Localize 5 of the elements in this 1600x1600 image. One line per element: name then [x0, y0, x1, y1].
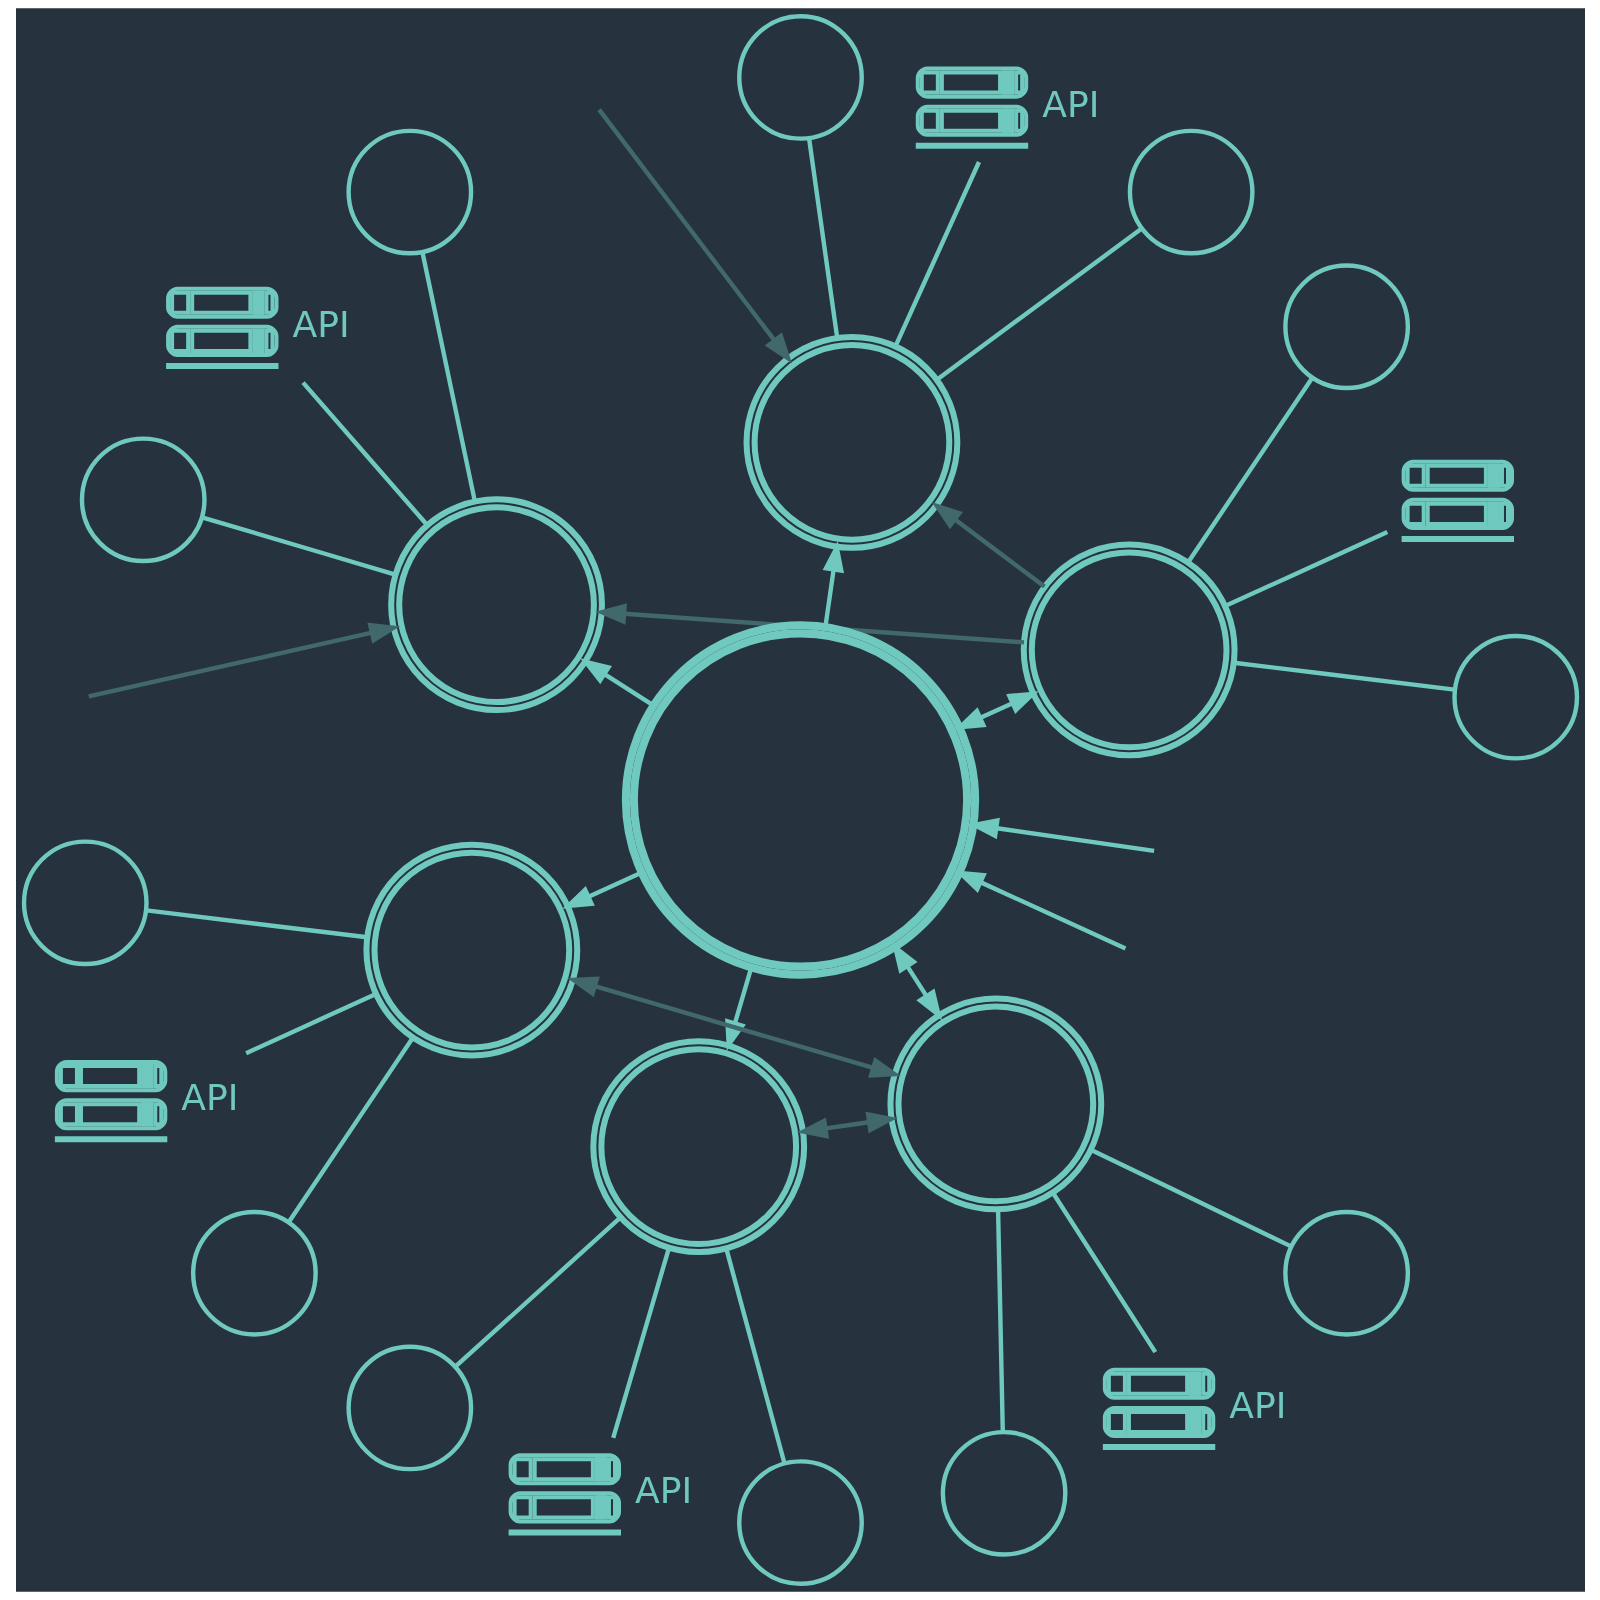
node-label: API — [1041, 82, 1099, 126]
node-label: API — [1228, 1383, 1286, 1427]
node-label: API — [180, 1076, 239, 1120]
node-label: API — [292, 302, 350, 346]
node-label: API — [634, 1469, 692, 1513]
